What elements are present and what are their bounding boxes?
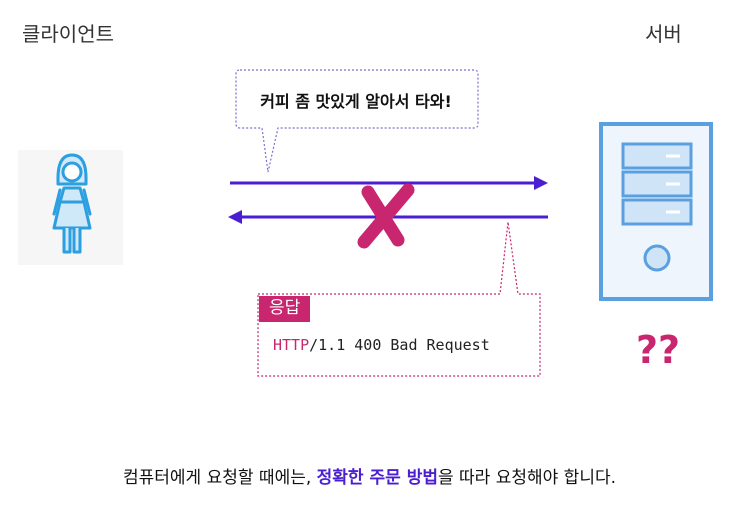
response-badge: 응답	[259, 296, 311, 322]
x-mark-icon	[357, 183, 415, 249]
caption-highlight: 정확한 주문 방법	[316, 468, 438, 488]
response-status-line: HTTP/1.1 400 Bad Request	[273, 336, 490, 354]
response-protocol: HTTP	[273, 336, 310, 354]
server-label: 서버	[645, 22, 682, 46]
response-status: /1.1 400 Bad Request	[309, 336, 490, 354]
caption-before: 컴퓨터에게 요청할 때에는,	[123, 468, 317, 488]
server-icon	[599, 122, 713, 301]
caption: 컴퓨터에게 요청할 때에는, 정확한 주문 방법을 따라 요청해야 합니다.	[0, 463, 739, 488]
caption-after: 을 따라 요청해야 합니다.	[437, 468, 616, 488]
server-confusion-mark: ??	[636, 328, 681, 372]
request-speech-text: 커피 좀 맛있게 알아서 타와!	[260, 92, 452, 111]
speech-bubble	[235, 69, 479, 173]
request-arrow	[230, 176, 548, 190]
response-callout	[257, 221, 541, 377]
client-label: 클라이언트	[22, 22, 114, 46]
response-arrow	[228, 210, 548, 224]
client-person-icon	[18, 150, 123, 265]
